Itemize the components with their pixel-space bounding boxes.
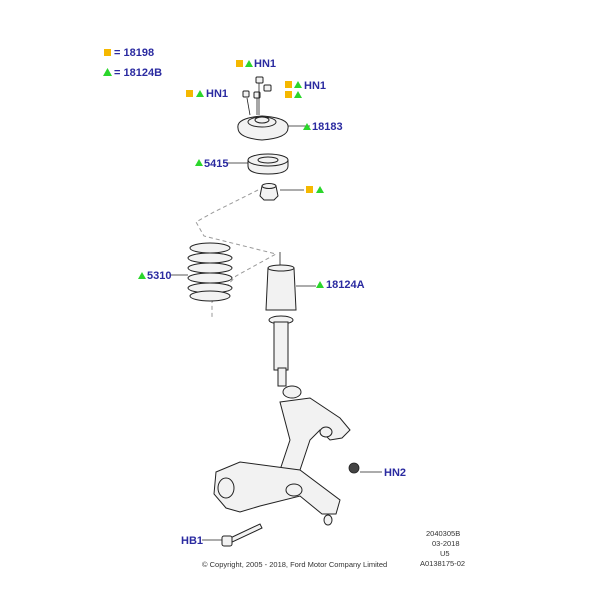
copyright-text: © Copyright, 2005 - 2018, Ford Motor Com… <box>202 560 387 569</box>
p5415-label: 5415 <box>204 158 228 170</box>
triangle-marker-icon <box>294 81 302 88</box>
steering-knuckle <box>279 397 351 481</box>
triangle-marker-icon <box>196 90 204 97</box>
hb1-label: HB1 <box>181 535 203 547</box>
spring-seat-5415: 5415 <box>195 153 289 175</box>
callout-hn1-left: HN1 <box>186 88 228 100</box>
top-nut-assembly <box>242 76 272 116</box>
nut-top-part <box>255 76 264 84</box>
callout-hn1-right: HN1 <box>285 80 326 98</box>
square-marker-icon <box>306 186 313 193</box>
legend: = 18198 = 18124B <box>103 47 162 79</box>
legend-square-label: = 18198 <box>114 47 154 59</box>
triangle-marker-icon <box>303 123 311 130</box>
triangle-marker-icon <box>245 60 253 67</box>
p5310-label: 5310 <box>147 270 171 282</box>
hn1-left-label: HN1 <box>206 88 228 100</box>
ref-code-1: 2040305B <box>426 529 460 538</box>
triangle-marker-icon <box>294 91 302 98</box>
legend-square-icon <box>104 49 111 56</box>
triangle-marker-icon <box>138 272 146 279</box>
nut-left-part <box>242 90 250 98</box>
top-mount-18183: 18183 <box>237 115 343 141</box>
shock-absorber-18124a: 18124A <box>265 252 365 399</box>
coil-spring-5310: 5310 <box>138 242 233 302</box>
legend-triangle-label: = 18124B <box>114 67 162 79</box>
hn1-top-label: HN1 <box>254 58 276 70</box>
hn1-right-label: HN1 <box>304 80 326 92</box>
callout-hn2: HN2 <box>348 462 406 479</box>
legend-triangle-icon <box>103 68 112 76</box>
callout-hb1: HB1 <box>181 523 263 547</box>
p18124a-label: 18124A <box>326 279 365 291</box>
assembly-dashed-outline <box>195 189 278 318</box>
lower-control-arm <box>213 461 341 526</box>
bump-stop <box>259 183 324 201</box>
square-marker-icon <box>236 60 243 67</box>
triangle-marker-icon <box>316 186 324 193</box>
triangle-marker-icon <box>316 281 324 288</box>
square-marker-icon <box>186 90 193 97</box>
p18183-label: 18183 <box>312 121 343 133</box>
square-marker-icon <box>285 81 292 88</box>
triangle-marker-icon <box>195 159 203 166</box>
hn2-label: HN2 <box>384 467 406 479</box>
callout-hn1-top: HN1 <box>236 58 276 70</box>
ref-code-2: 03-2018 <box>432 539 460 548</box>
nut-right-part <box>263 84 272 92</box>
square-marker-icon <box>285 91 292 98</box>
ref-code-4: A0138175-02 <box>420 559 465 568</box>
ref-code-3: U5 <box>440 549 450 558</box>
